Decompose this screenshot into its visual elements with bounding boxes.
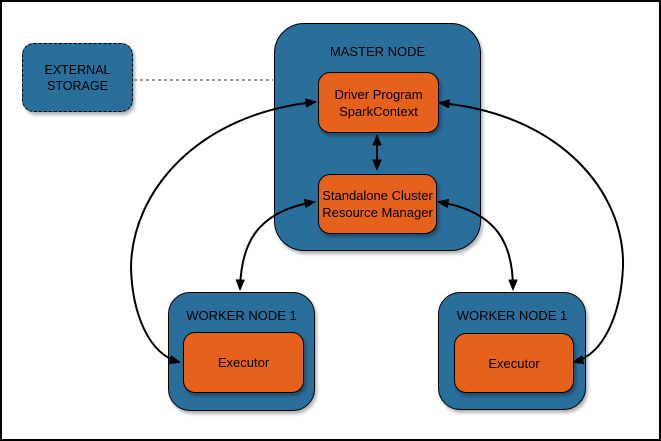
driver-program-box: Driver Program SparkContext	[318, 72, 439, 133]
executor-box-right: Executor	[454, 333, 574, 393]
resource-manager-label-line1: Standalone Cluster	[322, 188, 433, 203]
driver-program-label-line2: SparkContext	[339, 103, 418, 119]
resource-manager-label-line2: Resource Manager	[322, 205, 433, 220]
external-storage-node: EXTERNAL STORAGE	[22, 43, 133, 112]
worker-node-right-title: WORKER NODE 1	[456, 308, 568, 323]
driver-program-label-line1: Driver Program	[334, 86, 423, 102]
master-node-title: MASTER NODE	[329, 44, 426, 59]
executor-box-left: Executor	[183, 332, 304, 393]
worker-node-left: WORKER NODE 1 Executor	[168, 292, 315, 411]
worker-node-left-title: WORKER NODE 1	[186, 308, 297, 323]
master-node: MASTER NODE Driver Program SparkContext …	[274, 23, 481, 251]
external-storage-label-line1: EXTERNAL	[44, 62, 111, 77]
resource-manager-box: Standalone Cluster Resource Manager	[318, 174, 437, 234]
worker-node-right: WORKER NODE 1 Executor	[438, 292, 586, 410]
external-storage-label-line2: STORAGE	[47, 78, 108, 93]
